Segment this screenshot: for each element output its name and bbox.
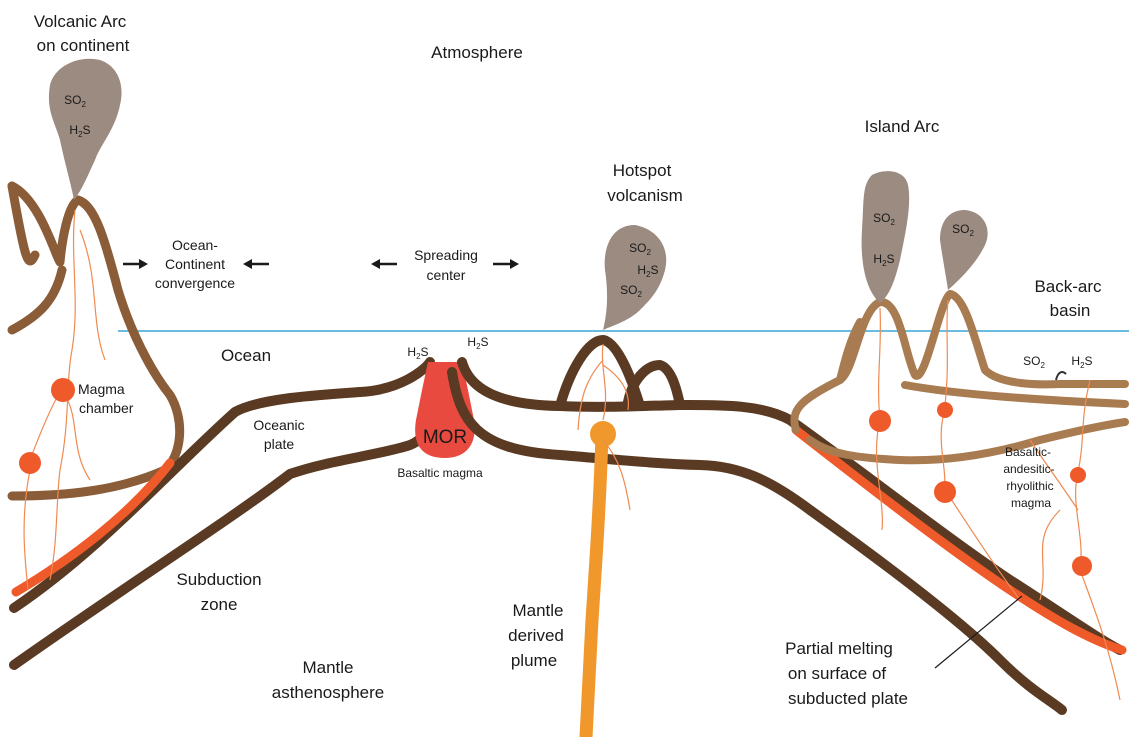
oceanic-plate-label-line2: plate [264,436,295,452]
continental-crust-left [12,186,180,496]
mantle-asthenosphere-label-line2: asthenosphere [272,683,384,702]
partial-melting-pointer [935,596,1022,668]
partial-melting-label-line2: on surface of [788,664,887,683]
so2-label-backarc: SO2 [1023,354,1045,370]
volcanic-arc-label-line1: Volcanic Arc [34,12,127,31]
ocean-continent-label-line3: convergence [155,275,235,291]
basaltic-rhyolithic-label-line4: magma [1011,496,1051,510]
partial-melting-label-line1: Partial melting [785,639,893,658]
oceanic-plate-label-line1: Oceanic [253,417,304,433]
mantle-plume [586,435,602,737]
hotspot-label-line2: volcanism [607,186,683,205]
backarc-vent-mark [1056,372,1066,380]
gas-cloud-arc1 [862,171,910,303]
mor-label: MOR [423,427,467,448]
ocean-continent-label-line2: Continent [165,256,225,272]
ocean-label: Ocean [221,346,271,365]
oceanic-plate-left [14,362,440,665]
plume-head [590,421,616,447]
mantle-asthenosphere-label-line1: Mantle [302,658,353,677]
partial-melting-label-line3: subducted plate [788,689,908,708]
basaltic-rhyolithic-label-line2: andesitic- [1003,462,1054,476]
island-arc-label: Island Arc [865,117,940,136]
plume-label-line3: plume [511,651,557,670]
plume-label-line1: Mantle [512,601,563,620]
back-arc-label-line2: basin [1050,301,1091,320]
magma-chamber-label-line1: Magma [78,381,125,397]
plume-label-line2: derived [508,626,564,645]
h2s-label-mor-left: H2S [407,345,428,361]
ocean-continent-label-line1: Ocean- [172,237,218,253]
magma-chamber-label-line2: chamber [79,400,134,416]
h2s-label-backarc: H2S [1071,354,1092,370]
subduction-zone-label-line2: zone [201,595,238,614]
spreading-center-label-line1: Spreading [414,247,478,263]
volcanic-arc-label-line2: on continent [37,36,130,55]
back-arc-label-line1: Back-arc [1034,277,1102,296]
h2s-label-mor-right: H2S [467,335,488,351]
subduction-zone-label-line1: Subduction [176,570,261,589]
spreading-center-label-line2: center [427,267,466,283]
basaltic-rhyolithic-label-line1: Basaltic- [1005,445,1051,459]
basaltic-magma-label: Basaltic magma [397,466,483,480]
basaltic-rhyolithic-label-line3: rhyolithic [1006,479,1053,493]
atmosphere-label: Atmosphere [431,43,523,62]
hotspot-label-line1: Hotspot [613,161,672,180]
